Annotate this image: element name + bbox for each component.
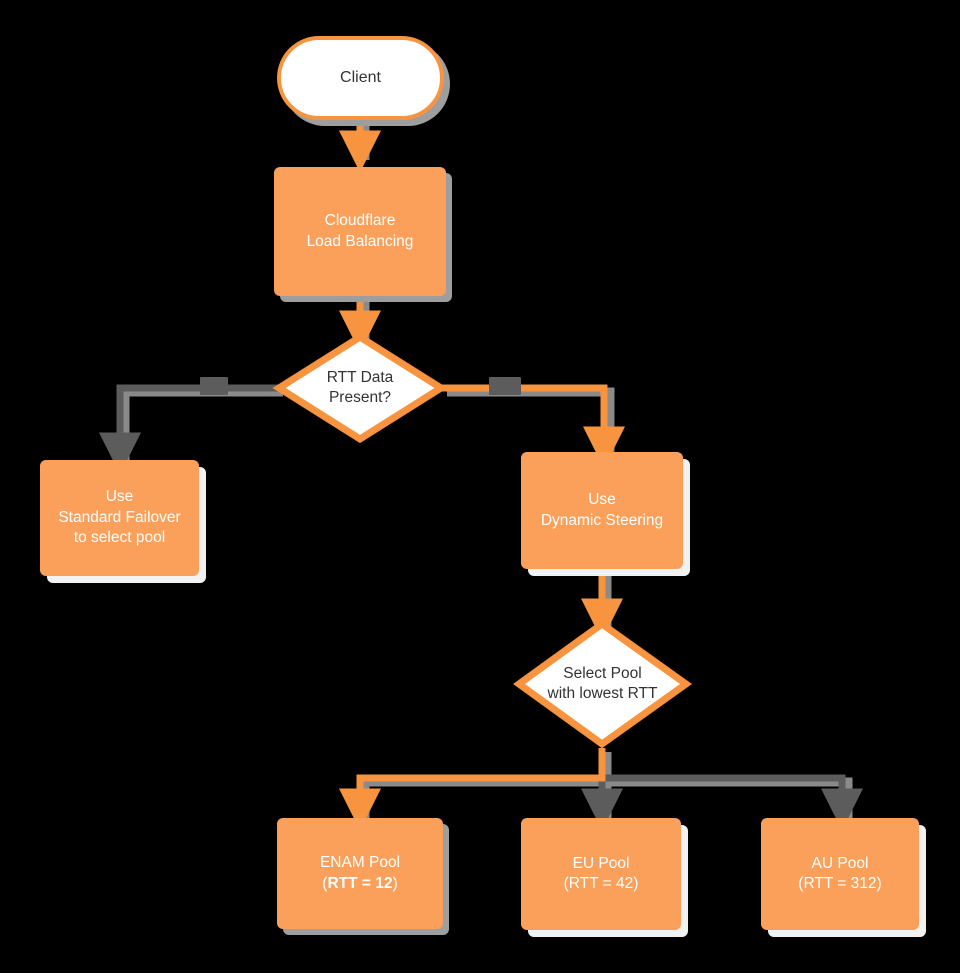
node-load-balancing-line1: Cloudflare [324,212,396,230]
node-client[interactable]: Client [277,36,444,120]
node-enam-pool[interactable]: ENAM Pool (RTT = 12) [277,818,443,929]
node-load-balancing-line2: Load Balancing [306,232,414,250]
node-rtt-decision[interactable]: RTT Data Present? [272,332,448,444]
node-eu-pool-line1: EU Pool [572,854,630,872]
edge-rtt-decision-to-dynamic-steering [442,384,625,469]
node-enam-pool-paren-open: ( [322,874,328,892]
node-dynamic-steering-line1: Use [588,491,616,509]
edge-label-yes: Yes [489,377,521,395]
node-standard-failover[interactable]: Use Standard Failover to select pool [40,460,199,576]
node-select-pool-label: Select Pool with lowest RTT [515,620,690,748]
node-au-pool-line2: (RTT = 312) [798,875,882,892]
edge-select-pool-to-enam-pool [339,748,606,831]
node-standard-failover-line3: to select pool [73,529,166,547]
edge-label-no: No [200,377,229,395]
node-enam-pool-rtt: (RTT = 12) [320,874,400,894]
node-dynamic-steering-line2: Dynamic Steering [540,511,664,529]
node-load-balancing[interactable]: Cloudflare Load Balancing [274,167,446,296]
node-select-pool-line1: Select Pool [563,664,642,682]
node-dynamic-steering[interactable]: Use Dynamic Steering [521,452,683,569]
node-rtt-decision-line2: Present? [328,389,392,406]
node-eu-pool-line2: (RTT = 42) [563,875,639,892]
node-au-pool-line1: AU Pool [811,854,869,872]
node-enam-pool-line1: ENAM Pool [319,854,401,872]
node-select-pool-line2: with lowest RTT [547,685,658,702]
node-enam-pool-rtt-value: RTT = 12 [327,874,393,892]
node-standard-failover-line2: Standard Failover [58,508,181,526]
node-eu-pool[interactable]: EU Pool (RTT = 42) [521,818,681,930]
edge-rtt-decision-to-standard-failover [99,384,278,475]
node-au-pool[interactable]: AU Pool (RTT = 312) [761,818,919,930]
edge-select-pool-to-au-pool [602,774,863,831]
node-rtt-decision-line1: RTT Data [326,368,394,386]
node-client-label: Client [340,69,381,87]
node-rtt-decision-label: RTT Data Present? [275,333,445,443]
node-enam-pool-paren-close: ) [392,874,398,892]
node-select-pool[interactable]: Select Pool with lowest RTT [513,619,693,749]
node-standard-failover-line1: Use [105,488,134,506]
